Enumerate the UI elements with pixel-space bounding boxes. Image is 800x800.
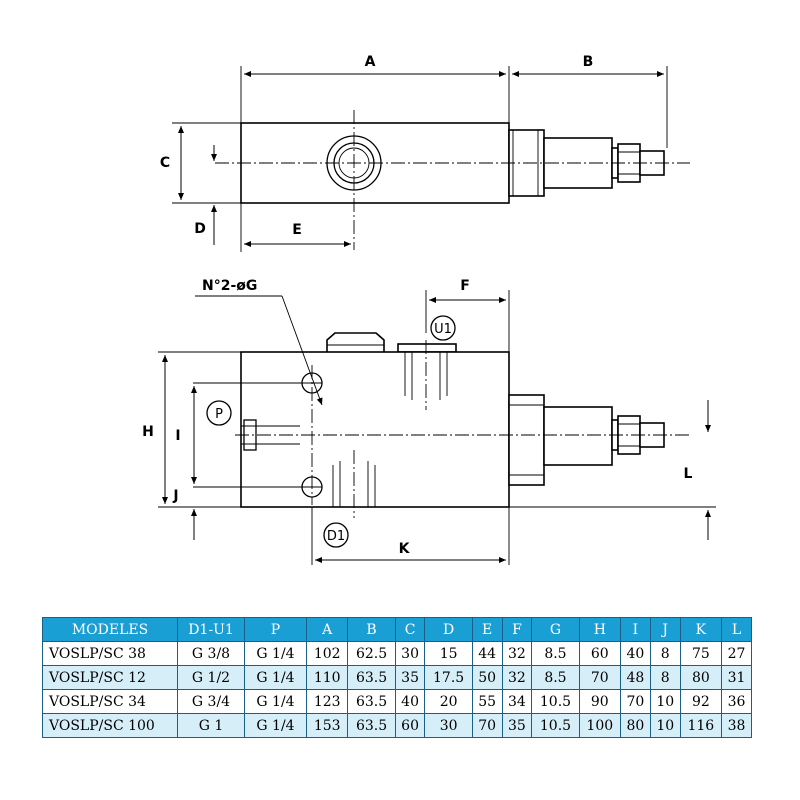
port-label-d1: D1	[327, 529, 345, 544]
table-cell: 90	[578, 689, 622, 714]
header-cell-h: H	[578, 617, 622, 642]
header-cell-l: L	[721, 617, 752, 642]
table-cell: 10.5	[531, 689, 580, 714]
header-cell-f: F	[501, 617, 533, 642]
table-cell: 110	[305, 665, 349, 690]
table-cell: 34	[501, 689, 533, 714]
table-cell: 60	[578, 641, 622, 666]
table-cell: 48	[620, 665, 651, 690]
table-cell: 8	[649, 665, 681, 690]
table-cell: 15	[424, 641, 473, 666]
table-cell: G 1/4	[244, 689, 307, 714]
header-cell-i: I	[620, 617, 651, 642]
header-cell-p: P	[244, 617, 307, 642]
header-cell-b: B	[347, 617, 396, 642]
table-cell: VOSLP/SC 12	[42, 665, 178, 690]
table-cell: 75	[679, 641, 723, 666]
top-view: A B C D E	[160, 54, 690, 252]
table-cell: 102	[305, 641, 349, 666]
table-cell: 8.5	[531, 665, 580, 690]
header-cell-j: J	[649, 617, 681, 642]
table-cell: G 1/4	[244, 641, 307, 666]
header-cell-g: G	[531, 617, 580, 642]
table-cell: 50	[471, 665, 503, 690]
header-cell-modeles: MODELES	[42, 617, 178, 642]
table-cell: 60	[394, 713, 426, 738]
port-label-u1: U1	[434, 322, 452, 337]
dim-label-i: I	[175, 428, 180, 444]
dim-label-c: C	[160, 155, 170, 171]
table-cell: 30	[424, 713, 473, 738]
table-row: VOSLP/SC 38 G 3/8 G 1/4 102 62.5 30 15 4…	[42, 641, 752, 666]
dim-label-l: L	[684, 466, 693, 482]
table-cell: 80	[620, 713, 651, 738]
table-cell: 32	[501, 665, 533, 690]
table-cell: 10	[649, 713, 681, 738]
table-cell: 31	[721, 665, 752, 690]
table-cell: 63.5	[347, 689, 396, 714]
table-cell: G 3/4	[177, 689, 245, 714]
valve-technical-drawing: A B C D E	[142, 54, 716, 565]
header-cell-d1-u1: D1-U1	[177, 617, 245, 642]
table-cell: 20	[424, 689, 473, 714]
dim-label-e: E	[292, 222, 302, 238]
table-cell: 36	[721, 689, 752, 714]
header-cell-d: D	[424, 617, 473, 642]
table-cell: 44	[471, 641, 503, 666]
header-cell-a: A	[305, 617, 349, 642]
table-cell: 35	[501, 713, 533, 738]
table-cell: G 3/8	[177, 641, 245, 666]
table-cell: 70	[578, 665, 622, 690]
header-cell-c: C	[394, 617, 426, 642]
table-cell: 62.5	[347, 641, 396, 666]
table-cell: 63.5	[347, 713, 396, 738]
table-cell: 55	[471, 689, 503, 714]
table-cell: 32	[501, 641, 533, 666]
table-cell: 10	[649, 689, 681, 714]
dim-label-b: B	[583, 54, 594, 70]
table-cell: G 1	[177, 713, 245, 738]
callout-label: N°2-øG	[202, 278, 257, 294]
table-row: VOSLP/SC 100 G 1 G 1/4 153 63.5 60 30 70…	[42, 713, 752, 738]
table-cell: 70	[620, 689, 651, 714]
table-cell: 40	[394, 689, 426, 714]
table-row: VOSLP/SC 34 G 3/4 G 1/4 123 63.5 40 20 5…	[42, 689, 752, 714]
table-cell: 40	[620, 641, 651, 666]
table-cell: 27	[721, 641, 752, 666]
dim-label-a: A	[365, 54, 376, 70]
table-cell: 38	[721, 713, 752, 738]
dim-label-f: F	[460, 278, 470, 294]
table-cell: 63.5	[347, 665, 396, 690]
table-cell: 30	[394, 641, 426, 666]
table-cell: 123	[305, 689, 349, 714]
table-cell: VOSLP/SC 100	[42, 713, 178, 738]
table-cell: G 1/4	[244, 713, 307, 738]
dimensions-table: MODELES D1-U1 P A B C D E F G H I J K L …	[42, 617, 752, 738]
table-cell: 10.5	[531, 713, 580, 738]
table-cell: G 1/4	[244, 665, 307, 690]
table-cell: 70	[471, 713, 503, 738]
port-label-p: P	[215, 407, 223, 422]
table-cell: VOSLP/SC 38	[42, 641, 178, 666]
table-cell: 8.5	[531, 641, 580, 666]
table-header-row: MODELES D1-U1 P A B C D E F G H I J K L	[42, 617, 752, 642]
table-cell: G 1/2	[177, 665, 245, 690]
front-view: U1 P D1 N°2-øG F H I J K L	[142, 278, 716, 565]
header-cell-e: E	[471, 617, 503, 642]
table-cell: 92	[679, 689, 723, 714]
dim-label-d: D	[194, 221, 206, 237]
table-cell: 100	[578, 713, 622, 738]
table-cell: 80	[679, 665, 723, 690]
table-cell: VOSLP/SC 34	[42, 689, 178, 714]
table-cell: 8	[649, 641, 681, 666]
header-cell-k: K	[679, 617, 723, 642]
table-cell: 35	[394, 665, 426, 690]
dim-label-j: J	[172, 488, 178, 504]
table-cell: 153	[305, 713, 349, 738]
table-cell: 116	[679, 713, 723, 738]
table-cell: 17.5	[424, 665, 473, 690]
dim-label-h: H	[142, 424, 154, 440]
table-row: VOSLP/SC 12 G 1/2 G 1/4 110 63.5 35 17.5…	[42, 665, 752, 690]
dim-label-k: K	[399, 541, 411, 557]
